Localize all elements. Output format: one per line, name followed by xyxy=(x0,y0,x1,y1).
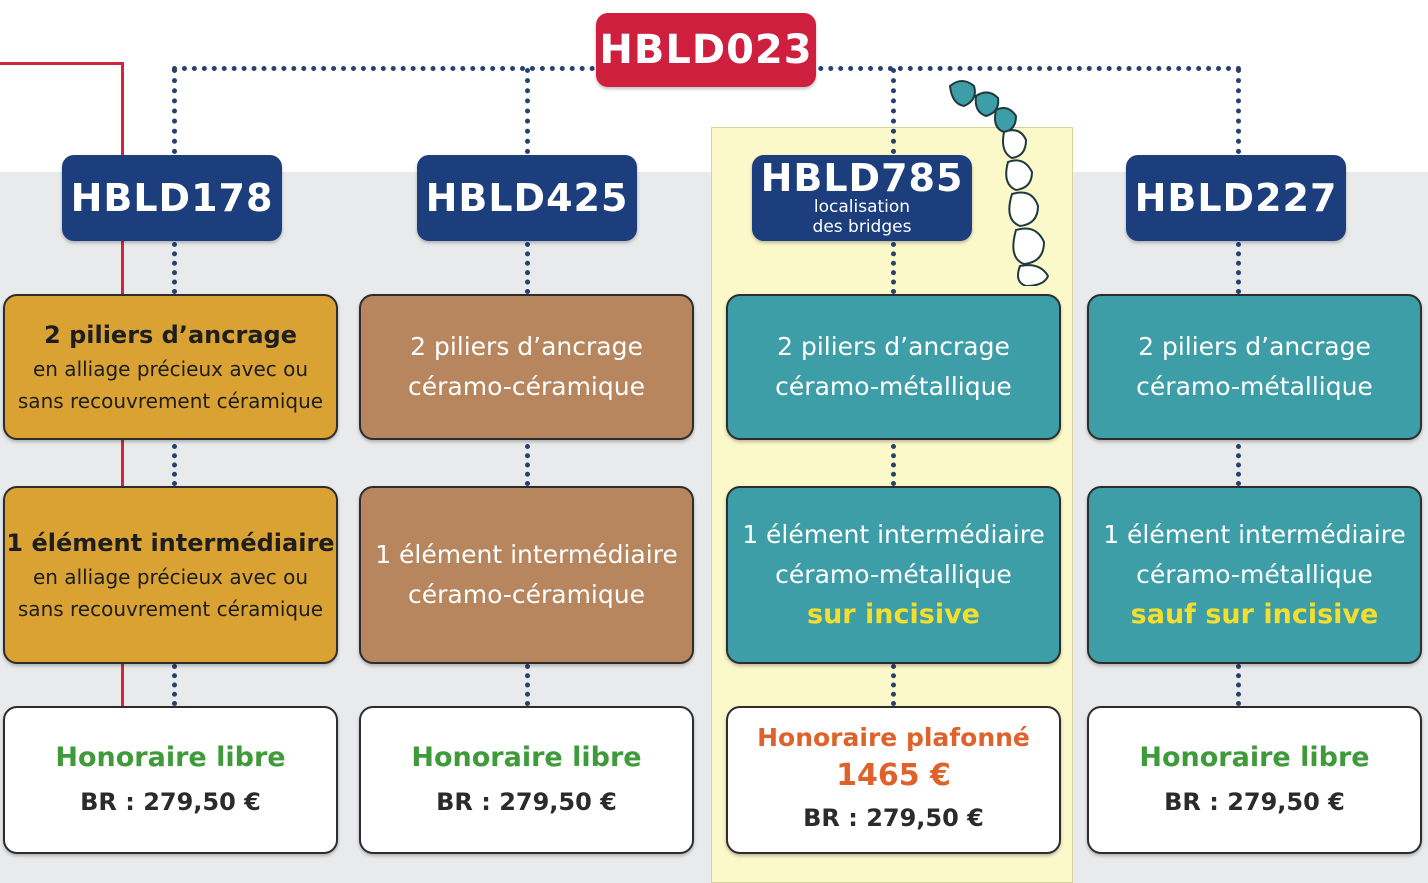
piliers-detail: céramo-céramique xyxy=(408,372,645,401)
piliers-title: 2 piliers d’ancrage xyxy=(777,332,1010,361)
element-box-hbld178: 1 élément intermédiaire en alliage préci… xyxy=(3,486,338,664)
dotted-connector-col3-c xyxy=(891,664,896,706)
piliers-box-hbld785: 2 piliers d’ancrage céramo-métallique xyxy=(726,294,1061,440)
element-box-hbld425: 1 élément intermédiaire céramo-céramique xyxy=(359,486,694,664)
code-badge-hbld425: HBLD425 xyxy=(417,155,637,241)
code-label: HBLD227 xyxy=(1134,176,1338,220)
dotted-connector-col3-b xyxy=(891,444,896,486)
piliers-detail-2: sans recouvrement céramique xyxy=(17,389,324,413)
dotted-connector-col2-b xyxy=(525,444,530,486)
code-badge-hbld178: HBLD178 xyxy=(62,155,282,241)
dotted-connector-col4-a xyxy=(1236,242,1241,294)
teeth-icon xyxy=(948,80,1050,286)
red-connector-horizontal xyxy=(0,62,124,65)
piliers-detail: céramo-métallique xyxy=(1136,372,1373,401)
element-detail-2: sans recouvrement céramique xyxy=(17,597,324,621)
code-badge-hbld785: HBLD785 localisation des bridges xyxy=(752,155,972,241)
piliers-box-hbld425: 2 piliers d’ancrage céramo-céramique xyxy=(359,294,694,440)
dotted-connector-col4-b xyxy=(1236,444,1241,486)
fee-br: BR : 279,50 € xyxy=(1164,788,1345,816)
dotted-connector-col1-top xyxy=(172,68,177,154)
dotted-connector-col2-top xyxy=(525,68,530,154)
fee-label: Honoraire plafonné xyxy=(757,723,1030,752)
fee-box-hbld425: Honoraire libre BR : 279,50 € xyxy=(359,706,694,854)
element-highlight: sauf sur incisive xyxy=(1130,599,1379,630)
piliers-title: 2 piliers d’ancrage xyxy=(1138,332,1371,361)
element-title: 1 élément intermédiaire xyxy=(375,540,678,569)
code-badge-hbld227: HBLD227 xyxy=(1126,155,1346,241)
fee-br: BR : 279,50 € xyxy=(436,788,617,816)
piliers-detail: céramo-métallique xyxy=(775,372,1012,401)
element-box-hbld785: 1 élément intermédiaire céramo-métalliqu… xyxy=(726,486,1061,664)
code-label: HBLD785 xyxy=(760,156,964,200)
fee-label: Honoraire libre xyxy=(1139,742,1370,773)
top-code-badge: HBLD023 xyxy=(596,13,816,87)
piliers-box-hbld227: 2 piliers d’ancrage céramo-métallique xyxy=(1087,294,1422,440)
dotted-connector-col1-a xyxy=(172,242,177,294)
element-detail: céramo-céramique xyxy=(408,580,645,609)
element-detail-1: en alliage précieux avec ou xyxy=(32,565,309,589)
piliers-box-hbld178: 2 piliers d’ancrage en alliage précieux … xyxy=(3,294,338,440)
element-highlight: sur incisive xyxy=(807,599,980,630)
dotted-connector-col2-c xyxy=(525,664,530,706)
fee-br: BR : 279,50 € xyxy=(80,788,261,816)
piliers-title: 2 piliers d’ancrage xyxy=(410,332,643,361)
piliers-detail-1: en alliage précieux avec ou xyxy=(32,357,309,381)
element-title: 1 élément intermédiaire xyxy=(6,529,335,557)
dotted-connector-col1-b xyxy=(172,444,177,486)
piliers-title: 2 piliers d’ancrage xyxy=(44,321,297,349)
code-label: HBLD178 xyxy=(70,176,274,220)
dotted-connector-col4-top xyxy=(1236,68,1241,154)
code-sublabel: localisation des bridges xyxy=(812,197,912,237)
dotted-connector-col3-a xyxy=(891,242,896,294)
dotted-connector-col1-c xyxy=(172,664,177,706)
element-title: 1 élément intermédiaire xyxy=(742,520,1045,549)
dotted-connector-col3-top xyxy=(891,68,896,154)
fee-br: BR : 279,50 € xyxy=(803,804,984,832)
fee-box-hbld785: Honoraire plafonné 1465 € BR : 279,50 € xyxy=(726,706,1061,854)
fee-label: Honoraire libre xyxy=(411,742,642,773)
element-detail: céramo-métallique xyxy=(775,560,1012,589)
dotted-connector-col4-c xyxy=(1236,664,1241,706)
element-box-hbld227: 1 élément intermédiaire céramo-métalliqu… xyxy=(1087,486,1422,664)
element-title: 1 élément intermédiaire xyxy=(1103,520,1406,549)
code-label: HBLD425 xyxy=(425,176,629,220)
element-detail: céramo-métallique xyxy=(1136,560,1373,589)
fee-box-hbld178: Honoraire libre BR : 279,50 € xyxy=(3,706,338,854)
fee-amount: 1465 € xyxy=(836,758,951,793)
dotted-connector-col2-a xyxy=(525,242,530,294)
fee-box-hbld227: Honoraire libre BR : 279,50 € xyxy=(1087,706,1422,854)
fee-label: Honoraire libre xyxy=(55,742,286,773)
